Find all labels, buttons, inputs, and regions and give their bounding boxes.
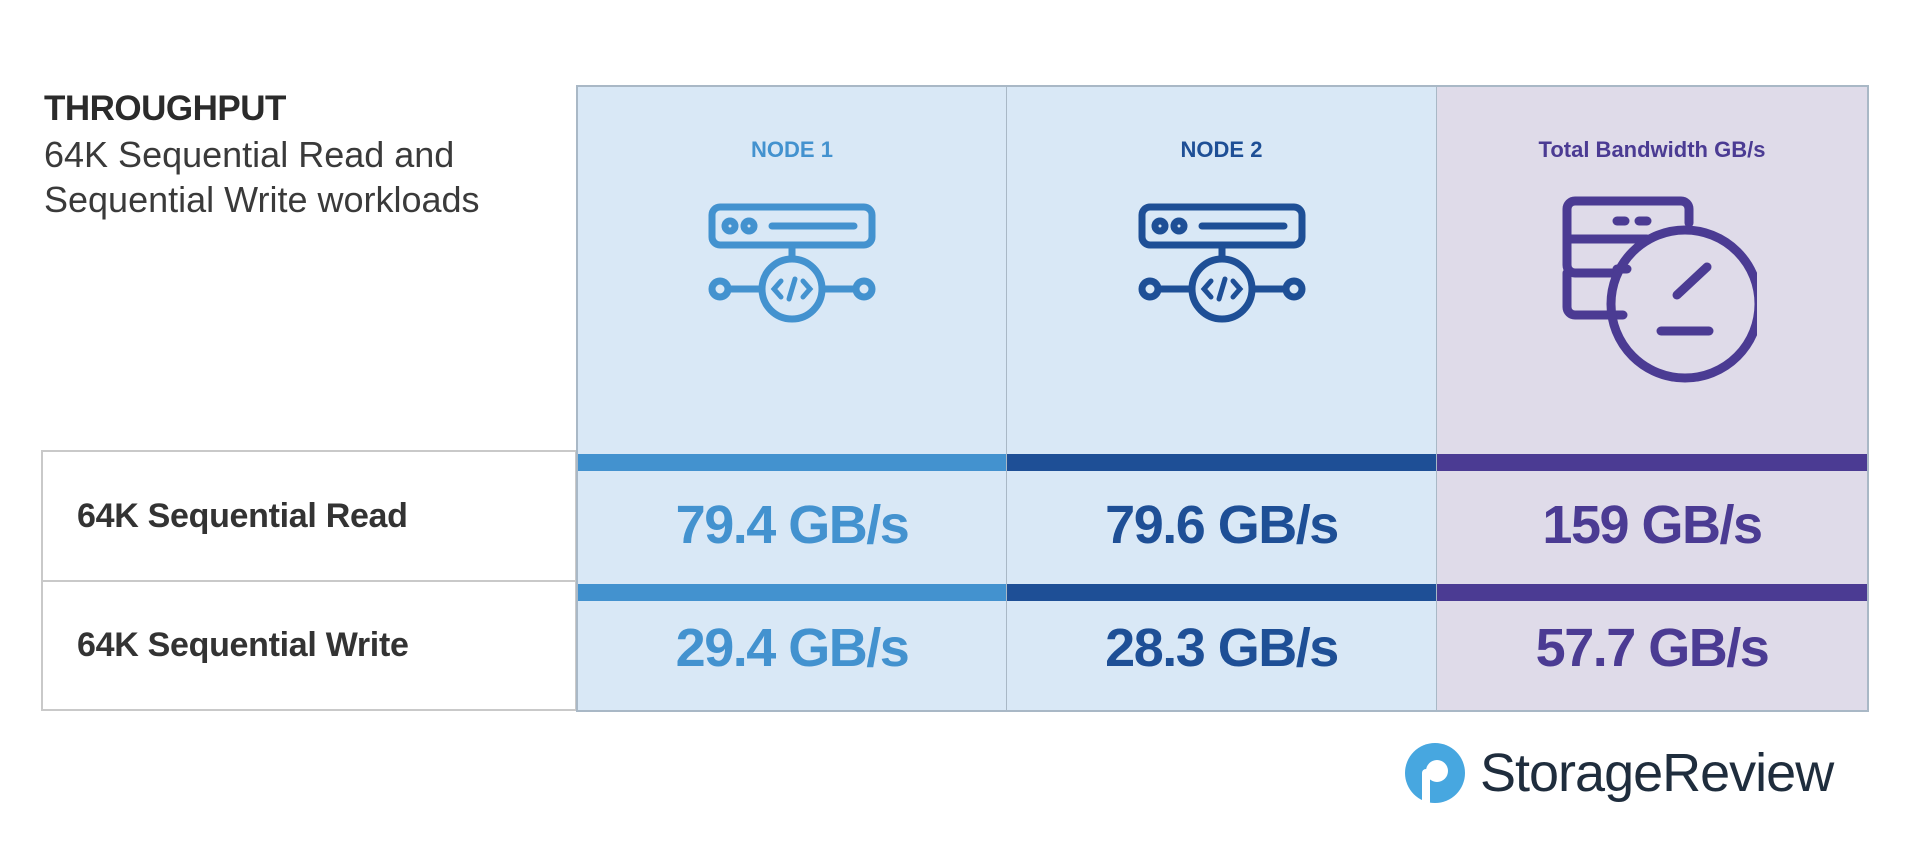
value-read-node-2: 79.6 GB/s [1105, 495, 1339, 555]
bar-read-node-1 [578, 454, 1006, 471]
value-write-node-1: 29.4 GB/s [675, 618, 910, 678]
bar-read-node-2 [1007, 454, 1436, 471]
storagereview-logo-icon [1405, 743, 1465, 804]
logo-wordmark: StorageReview [1480, 743, 1834, 803]
column-node-2: NODE 2 79.6 GB/s 28.3 GB/s [1006, 85, 1438, 712]
value-read-node-1: 79.4 GB/s [675, 495, 910, 555]
storagereview-logo: StorageReview [1404, 742, 1834, 804]
bar-write-node-1 [578, 584, 1006, 601]
chart-subtitle: 64K Sequential Read and Sequential Write… [44, 134, 480, 220]
column-total-bandwidth: Total Bandwidth GB/s 159 GB/s 57.7 GB/s [1436, 85, 1869, 712]
column-header-node-2: NODE 2 [1180, 137, 1263, 162]
value-read-total: 159 GB/s [1542, 495, 1763, 555]
server-node-icon [1007, 199, 1436, 349]
row-label-read-text: 64K Sequential Read [77, 496, 408, 535]
column-node-1: NODE 1 79.4 GB/s 29.4 GB/s [576, 85, 1008, 712]
storage-gauge-icon [1437, 196, 1867, 389]
value-write-node-2: 28.3 GB/s [1105, 618, 1339, 678]
bar-write-total [1437, 584, 1867, 601]
row-label-write-text: 64K Sequential Write [77, 626, 409, 664]
server-node-icon [578, 199, 1006, 349]
bar-read-total [1437, 454, 1867, 471]
column-header-node-1: NODE 1 [751, 137, 833, 162]
row-label-read: 64K Sequential Read [41, 450, 577, 582]
bar-write-node-2 [1007, 584, 1436, 601]
chart-title: THROUGHPUT [44, 89, 286, 128]
value-write-total: 57.7 GB/s [1535, 618, 1770, 678]
heading: THROUGHPUT 64K Sequential Read and Seque… [44, 86, 544, 222]
column-header-total-bandwidth: Total Bandwidth GB/s [1538, 137, 1766, 162]
row-label-write: 64K Sequential Write [41, 580, 577, 711]
